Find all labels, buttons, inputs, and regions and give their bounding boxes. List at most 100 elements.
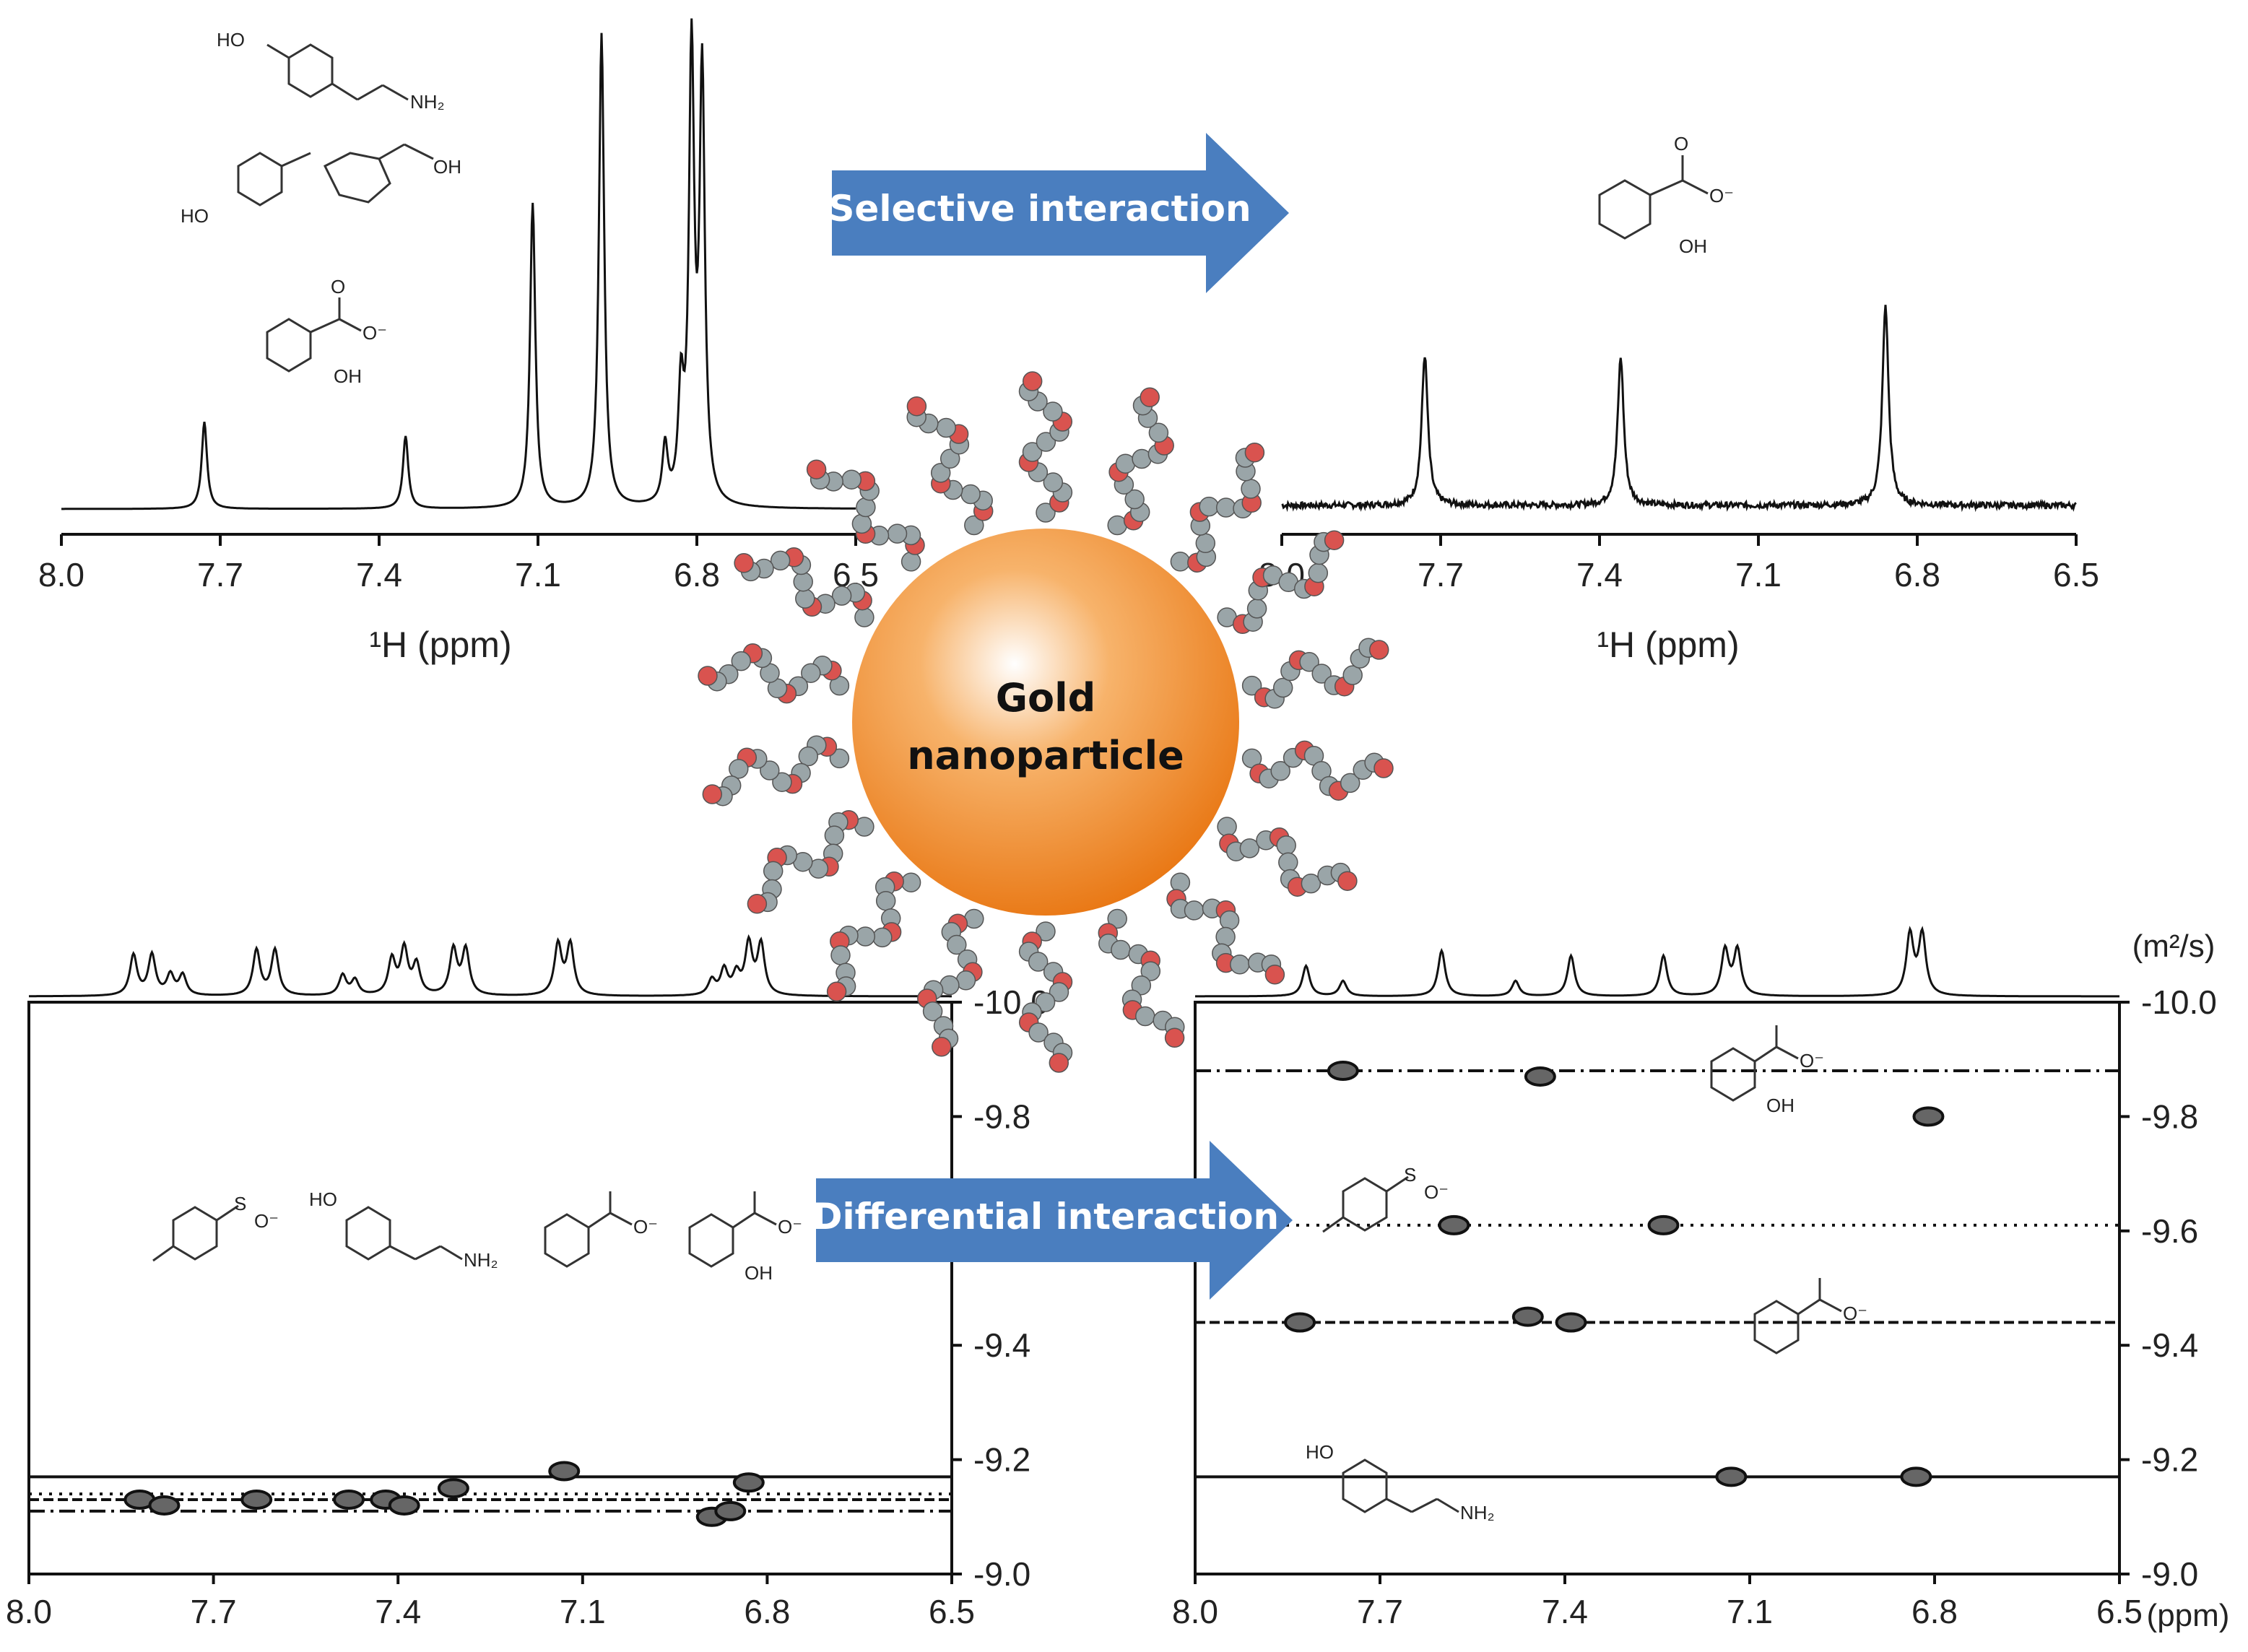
ligand-atom xyxy=(855,926,876,947)
bond xyxy=(1754,1045,1777,1063)
ligand-chain xyxy=(702,735,850,807)
benzene-ring xyxy=(1598,179,1652,240)
ligand-atom xyxy=(875,890,896,911)
ligand-atom xyxy=(829,748,850,769)
ligand-atom xyxy=(1049,1053,1069,1073)
unit-x-label: (ppm) xyxy=(2147,1598,2230,1633)
s-label: S xyxy=(234,1193,246,1214)
ligand-chain xyxy=(1170,442,1265,573)
dosy-peak xyxy=(148,1495,181,1516)
y-tick-label: -9.4 xyxy=(973,1326,1030,1364)
ligand-atom xyxy=(1244,442,1265,463)
s-label: S xyxy=(1404,1164,1416,1186)
unit-y-label: (m²/s) xyxy=(2132,929,2216,964)
ligand-atom xyxy=(1241,479,1261,499)
nh2-label: NH₂ xyxy=(1460,1502,1495,1523)
benzene-ring xyxy=(1710,1047,1756,1102)
ligand-atom xyxy=(1368,640,1389,660)
ligand-atom xyxy=(1184,900,1205,921)
ligand-chain xyxy=(747,809,875,914)
salicylate-structure-top-left: O O⁻ OH xyxy=(266,276,387,387)
x-tick-label: 7.1 xyxy=(1727,1593,1773,1630)
o-label: O xyxy=(331,276,345,297)
ligand-atom xyxy=(872,927,893,948)
ligand-atom xyxy=(1199,496,1219,517)
dosy-peak xyxy=(1327,1061,1359,1082)
y-tick-label: -9.2 xyxy=(973,1441,1030,1479)
ligand-atom xyxy=(930,463,951,483)
ligand-atom xyxy=(1246,599,1267,619)
ligand-atom xyxy=(1230,955,1250,975)
oh-label: OH xyxy=(1766,1095,1795,1116)
ligand-atom xyxy=(887,523,908,544)
o-minus-label: O⁻ xyxy=(363,322,387,344)
top-right-x-axis: 8.07.77.47.16.86.5 xyxy=(1259,533,2099,594)
ligand-atom xyxy=(900,872,921,892)
ligand-atom xyxy=(1219,910,1240,931)
dosy-peak xyxy=(548,1461,581,1482)
ligand-atom xyxy=(1215,926,1236,947)
differential-interaction-arrow: Differential interaction xyxy=(812,1141,1293,1300)
ligand-chain xyxy=(734,547,875,627)
tyramine-structure: HO NH₂ xyxy=(217,29,445,113)
ligand-atom xyxy=(922,1001,943,1022)
ligand-chain xyxy=(806,459,925,572)
salicylate-structure-top-right: O O⁻ OH xyxy=(1598,133,1734,257)
x-tick-label: 7.7 xyxy=(1418,556,1464,594)
bond xyxy=(382,84,409,101)
ligand-atom xyxy=(932,1037,952,1057)
gold-nanoparticle: Gold nanoparticle xyxy=(852,529,1239,916)
ligand-atom xyxy=(1340,773,1360,794)
o-minus-label: O⁻ xyxy=(778,1216,802,1238)
bond xyxy=(1682,179,1709,195)
bond xyxy=(281,152,311,168)
ligand-atom xyxy=(1241,675,1262,696)
differential-arrow-label: Differential interaction xyxy=(812,1196,1279,1238)
ligand-atom xyxy=(795,588,815,609)
ligand-atom xyxy=(824,825,845,845)
oh-label: OH xyxy=(334,365,362,387)
dosy-peak xyxy=(1715,1466,1748,1487)
bond xyxy=(310,318,340,334)
ligand-atom xyxy=(1022,371,1043,391)
ligand-atom xyxy=(1022,442,1043,462)
x-tick-label: 6.8 xyxy=(1894,556,1940,594)
tyramine-structure-left: HO NH₂ xyxy=(309,1188,498,1271)
dosy-peak xyxy=(1647,1214,1680,1235)
ligand-chain xyxy=(917,908,984,1057)
benzene-ring xyxy=(1342,1458,1388,1513)
spectrum-trace xyxy=(1281,305,2077,513)
arbutin-structure: HO OH xyxy=(181,143,461,227)
bond xyxy=(389,1245,416,1261)
x-tick-label: 7.4 xyxy=(1576,556,1623,594)
ligand-atom xyxy=(1324,530,1345,550)
ligand-atom xyxy=(1373,758,1394,778)
y-tick-label: -9.8 xyxy=(973,1097,1030,1135)
ligand-atom xyxy=(1140,961,1161,981)
ligand-atom xyxy=(760,760,780,781)
benzene-ring xyxy=(266,318,312,373)
ligand-atom xyxy=(1036,503,1056,523)
bond xyxy=(357,84,383,101)
ligand-chain xyxy=(1018,921,1073,1073)
ligand-atom xyxy=(1043,472,1064,492)
bond xyxy=(754,1212,777,1226)
bond xyxy=(1819,1298,1842,1313)
gold-core xyxy=(852,529,1239,916)
np-label-line2: nanoparticle xyxy=(907,733,1184,778)
x-tick-label: 6.8 xyxy=(1911,1593,1958,1630)
o-minus-label: O⁻ xyxy=(1424,1181,1449,1203)
x-tick-label: 6.5 xyxy=(929,1593,975,1630)
nh2-label: NH₂ xyxy=(410,91,445,113)
ligand-atom xyxy=(702,784,723,804)
arrow-shape xyxy=(816,1141,1293,1300)
x-tick-label: 6.8 xyxy=(674,556,720,594)
ligand-atom xyxy=(1140,387,1160,407)
ligand-chain xyxy=(906,396,994,536)
ligand-atom xyxy=(793,571,813,592)
ligand-atom xyxy=(906,396,927,417)
benzoate-structure-right: O⁻ xyxy=(1753,1278,1867,1355)
top-right-xlabel: ¹H (ppm) xyxy=(1597,625,1739,665)
